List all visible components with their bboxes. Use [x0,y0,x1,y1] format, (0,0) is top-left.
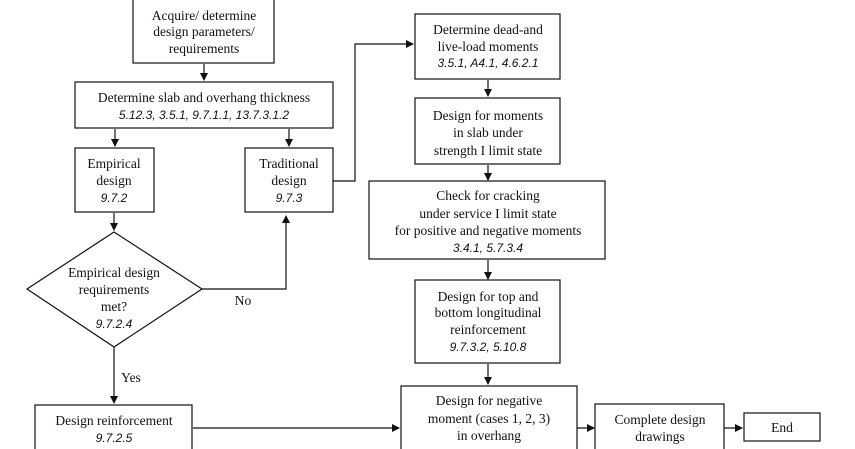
svg-text:bottom longitudinal: bottom longitudinal [435,305,542,320]
node-cracking: Check for cracking under service I limit… [368,180,606,260]
node-negative: Design for negative moment (cases 1, 2, … [400,385,578,449]
svg-text:reinforcement: reinforcement [450,322,526,337]
svg-text:requirements: requirements [79,282,149,297]
svg-text:Design reinforcement: Design reinforcement [55,413,173,428]
svg-text:design: design [96,173,131,188]
svg-text:design parameters/: design parameters/ [153,24,255,39]
svg-text:for positive and negative mome: for positive and negative moments [395,223,582,238]
node-drawings: Complete design drawings [594,403,725,449]
svg-text:design: design [271,173,306,188]
node-strength: Design for moments in slab under strengt… [414,97,561,165]
node-reinforcement: Design reinforcement 9.7.2.5 [34,404,193,449]
svg-text:Determine slab and overhang th: Determine slab and overhang thickness [98,90,310,105]
svg-text:3.4.1, 5.7.3.4: 3.4.1, 5.7.3.4 [453,241,523,255]
svg-text:Acquire/ determine: Acquire/ determine [152,8,257,23]
svg-text:Empirical design: Empirical design [68,265,160,280]
svg-text:moment (cases 1, 2, 3): moment (cases 1, 2, 3) [428,411,550,426]
svg-text:9.7.3.2, 5.10.8: 9.7.3.2, 5.10.8 [450,340,527,354]
svg-text:3.5.1, A4.1, 4.6.2.1: 3.5.1, A4.1, 4.6.2.1 [438,56,539,70]
svg-text:9.7.2: 9.7.2 [101,191,128,205]
node-traditional: Traditional design 9.7.3 [244,147,334,213]
svg-text:under service I limit state: under service I limit state [419,206,556,221]
node-thickness: Determine slab and overhang thickness 5.… [74,81,334,129]
connectors [110,40,743,432]
svg-text:5.12.3, 3.5.1, 9.7.1.1, 13.7.3: 5.12.3, 3.5.1, 9.7.1.1, 13.7.3.1.2 [119,108,289,122]
svg-text:9.7.2.5: 9.7.2.5 [96,431,133,445]
svg-text:strength I limit state: strength I limit state [434,143,542,158]
node-longitudinal: Design for top and bottom longitudinal r… [414,279,561,364]
node-decision: Empirical design requirements met? 9.7.2… [25,231,204,348]
svg-text:in overhang: in overhang [457,428,521,443]
svg-text:Check for cracking: Check for cracking [436,188,540,203]
edge-label-no: No [235,293,252,308]
node-acquire: Acquire/ determine design parameters/ re… [132,0,275,64]
arrow-traditional-deadlive [333,40,414,182]
arrow-decision-no [202,215,290,290]
svg-text:Design for negative: Design for negative [436,393,542,408]
node-empirical: Empirical design 9.7.2 [74,147,155,213]
svg-text:9.7.2.4: 9.7.2.4 [96,317,133,331]
svg-text:Determine dead-and: Determine dead-and [433,22,543,37]
svg-text:Empirical: Empirical [87,156,140,171]
svg-text:Design for top and: Design for top and [438,289,539,304]
svg-text:live-load moments: live-load moments [438,39,539,54]
svg-text:9.7.3: 9.7.3 [276,191,303,205]
svg-text:Complete design: Complete design [614,412,705,427]
svg-text:Design for moments: Design for moments [433,108,543,123]
node-dead-live: Determine dead-and live-load moments 3.5… [414,13,561,80]
svg-text:End: End [771,420,793,435]
svg-text:requirements: requirements [169,41,239,56]
svg-text:drawings: drawings [635,429,685,444]
node-end: End [743,412,821,442]
svg-text:in slab under: in slab under [453,125,523,140]
edge-label-yes: Yes [121,370,141,385]
svg-text:Traditional: Traditional [259,156,319,171]
svg-text:met?: met? [101,299,127,314]
